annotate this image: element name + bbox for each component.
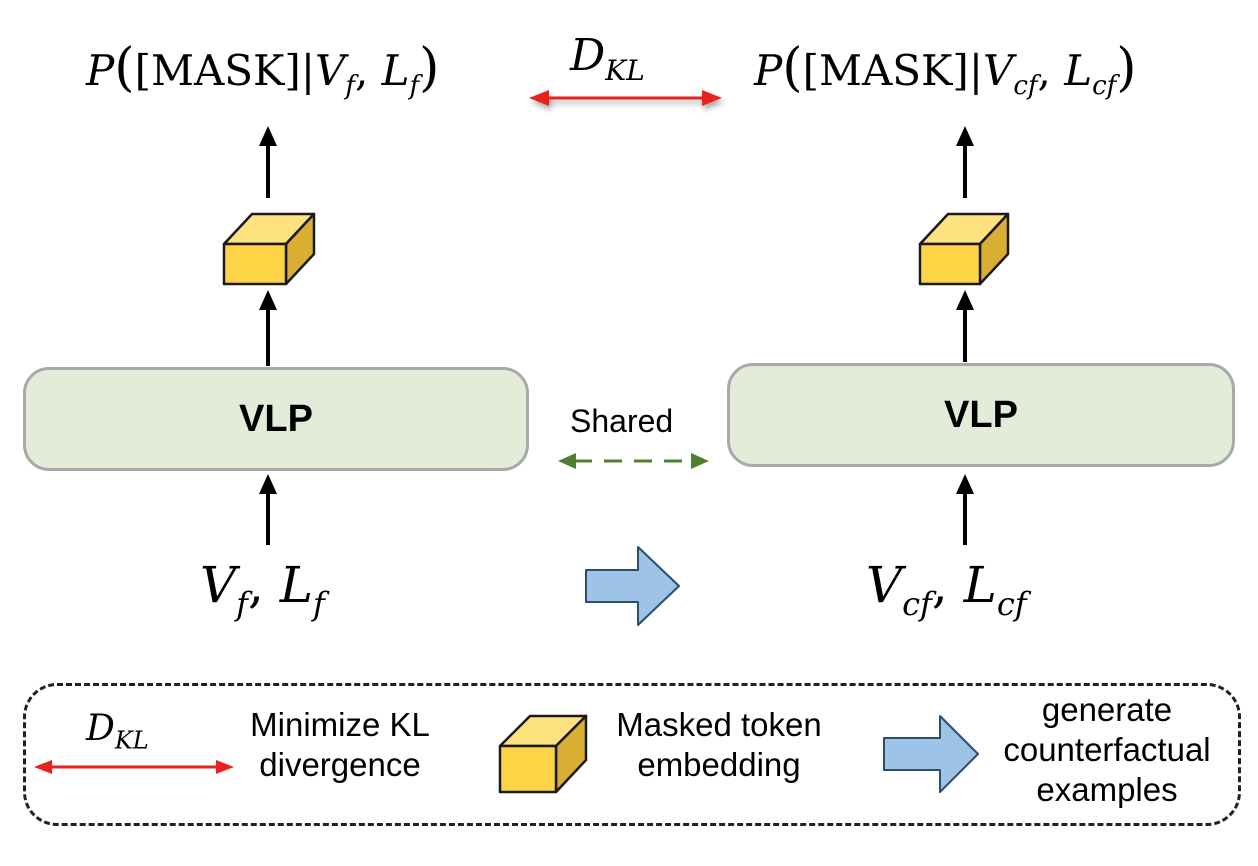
legend-kl-description: Minimize KL divergence bbox=[250, 706, 430, 783]
vlp-label: VLP bbox=[239, 397, 313, 440]
left-arrow-input-to-vlp bbox=[259, 474, 277, 545]
masked-token-cube-icon bbox=[918, 212, 1010, 286]
masked-token-cube-icon bbox=[498, 714, 588, 794]
generate-arrow-icon bbox=[883, 715, 979, 793]
right-output-probability: P([MASK]|Vcf, Lcf) bbox=[754, 38, 1137, 102]
left-arrow-cube-to-output bbox=[259, 126, 277, 198]
right-arrow-cube-to-output bbox=[956, 126, 974, 198]
vlp-label: VLP bbox=[944, 393, 1018, 436]
counterfactual-input-label: Vcf, Lcf bbox=[866, 556, 1027, 623]
left-arrow-vlp-to-cube bbox=[259, 290, 277, 366]
shared-double-arrow-icon bbox=[558, 453, 709, 469]
kl-double-arrow-icon bbox=[529, 90, 722, 106]
legend-masked-description: Masked token embedding bbox=[616, 706, 822, 783]
masked-token-cube-icon bbox=[222, 212, 316, 286]
factual-input-label: Vf, Lf bbox=[200, 556, 325, 623]
vlp-model-box-right: VLP bbox=[727, 363, 1235, 467]
vlp-model-box-left: VLP bbox=[23, 367, 529, 471]
legend-box bbox=[23, 683, 1241, 826]
right-arrow-input-to-vlp bbox=[956, 474, 974, 545]
kl-double-arrow-icon bbox=[34, 760, 234, 774]
shared-label: Shared bbox=[570, 403, 674, 439]
generate-arrow-icon bbox=[585, 546, 680, 626]
legend-kl-symbol: DKL bbox=[86, 708, 149, 755]
left-output-probability: P([MASK]|Vf, Lf) bbox=[86, 38, 440, 102]
right-arrow-vlp-to-cube bbox=[956, 290, 974, 362]
legend-generate-description: generate counterfactual examples bbox=[1003, 691, 1211, 808]
kl-divergence-label: DKL bbox=[570, 30, 645, 87]
